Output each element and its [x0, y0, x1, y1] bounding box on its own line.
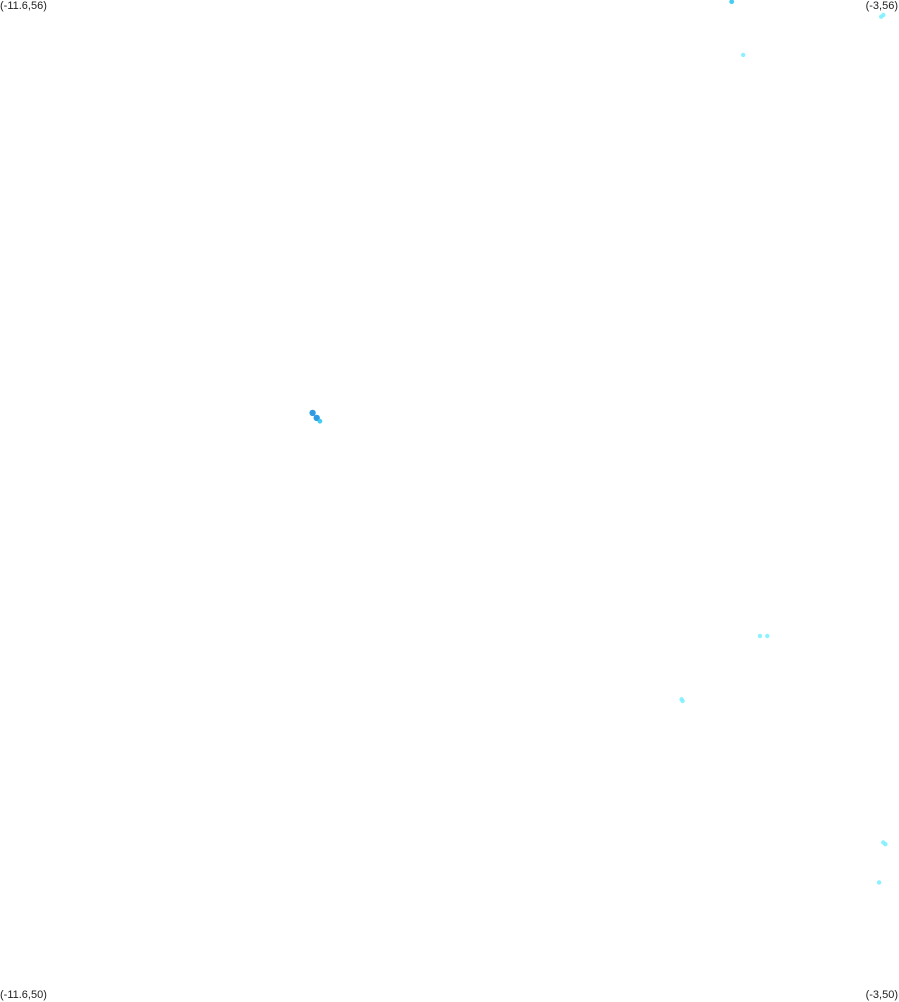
data-point: [318, 419, 323, 424]
data-point: [309, 410, 315, 416]
corner-label-bottom-left: (-11.6,50): [0, 989, 47, 1002]
data-point: [729, 0, 734, 4]
data-points-layer: [309, 0, 899, 888]
data-point: [881, 13, 885, 17]
data-point: [877, 880, 881, 884]
data-point: [758, 634, 762, 638]
data-point: [765, 634, 769, 638]
data-point: [741, 53, 745, 57]
corner-label-top-right: (-3,56): [866, 0, 898, 13]
data-point: [881, 840, 885, 844]
data-point: [680, 699, 684, 703]
corner-label-top-left: (-11.6,56): [0, 0, 47, 13]
corner-label-bottom-right: (-3,50): [866, 989, 898, 1002]
